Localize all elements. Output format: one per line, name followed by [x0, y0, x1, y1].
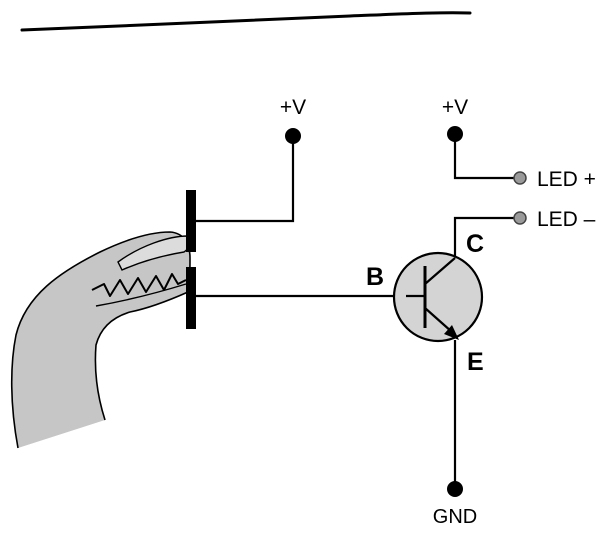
transistor-emitter-lead	[424, 307, 453, 333]
led-minus-label: LED –	[537, 208, 596, 231]
wire-vplus-to-led-plus	[453, 134, 516, 180]
top-sketch-line	[20, 11, 472, 32]
finger-shape	[10, 231, 191, 449]
finger-illustration	[10, 231, 191, 449]
emitter-arrow	[444, 325, 459, 340]
wire-plate-to-vplus	[196, 138, 295, 223]
touch-plate-lower	[186, 267, 196, 329]
npn-transistor	[392, 251, 484, 343]
vplus-label-left: +V	[280, 96, 306, 119]
led-minus-terminal	[513, 211, 527, 225]
wire-collector-to-led-minus	[453, 216, 516, 256]
transistor-collector-lead	[424, 257, 456, 285]
gnd-node	[447, 481, 463, 497]
vplus-node-right	[447, 126, 463, 142]
base-label: B	[366, 263, 384, 291]
emitter-label: E	[467, 348, 484, 376]
led-plus-terminal	[513, 171, 527, 185]
wires	[196, 134, 516, 487]
led-plus-label: LED +	[537, 168, 596, 191]
vplus-label-right: +V	[442, 96, 468, 119]
finger-crease	[95, 283, 187, 307]
transistor-body	[392, 251, 484, 343]
skin-resistance-zigzag	[91, 273, 187, 297]
vplus-node-left	[285, 128, 301, 144]
gnd-label: GND	[433, 506, 477, 528]
touch-plate-upper	[186, 190, 196, 252]
collector-label: C	[466, 230, 484, 258]
